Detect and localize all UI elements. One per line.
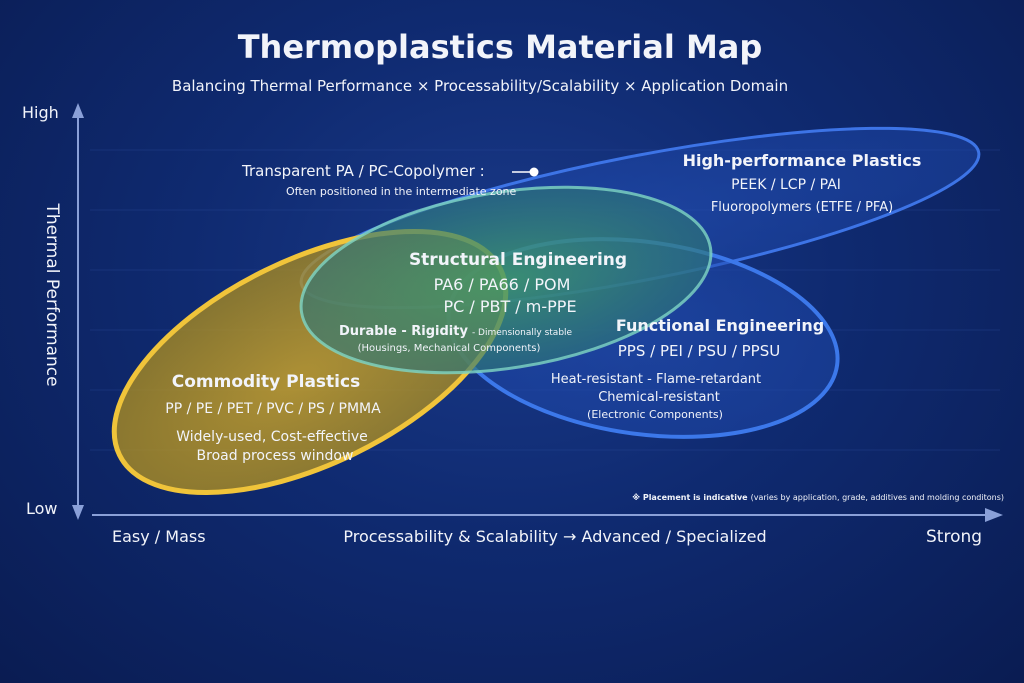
page-title: Thermoplastics Material Map bbox=[238, 28, 763, 66]
axes bbox=[72, 103, 1003, 522]
y-axis-label: Thermal Performance bbox=[42, 202, 62, 386]
functional-title: Functional Engineering bbox=[616, 316, 824, 335]
functional-line1: PPS / PEI / PSU / PPSU bbox=[618, 342, 780, 360]
structural-line1: PA6 / PA66 / POM bbox=[434, 275, 571, 294]
callout-note: Often positioned in the intermediate zon… bbox=[286, 185, 517, 198]
structural-line2: PC / PBT / m-PPE bbox=[443, 297, 576, 316]
page-subtitle: Balancing Thermal Performance × Processa… bbox=[172, 77, 788, 95]
structural-region bbox=[299, 185, 713, 375]
structural-title: Structural Engineering bbox=[409, 250, 627, 270]
high-performance-title: High-performance Plastics bbox=[683, 151, 922, 170]
structural-trait: Durable - Rigidity- Dimensionally stable bbox=[339, 324, 573, 339]
commodity-line1: PP / PE / PET / PVC / PS / PMMA bbox=[165, 401, 381, 417]
callout-dot bbox=[529, 167, 539, 177]
high-performance-line2: Fluoropolymers (ETFE / PFA) bbox=[711, 200, 893, 215]
structural-use: (Housings, Mechanical Components) bbox=[358, 343, 541, 354]
commodity-title: Commodity Plastics bbox=[172, 372, 360, 392]
y-axis-high: High bbox=[22, 103, 59, 122]
high-performance-line1: PEEK / LCP / PAI bbox=[731, 177, 841, 193]
commodity-trait2: Broad process window bbox=[197, 448, 354, 464]
functional-trait1: Heat-resistant - Flame-retardant bbox=[551, 372, 761, 387]
functional-trait2: Chemical-resistant bbox=[598, 390, 720, 405]
callout-title: Transparent PA / PC-Copolymer : bbox=[241, 162, 485, 180]
x-axis-left: Easy / Mass bbox=[112, 527, 206, 546]
commodity-trait1: Widely-used, Cost-effective bbox=[176, 429, 368, 445]
footnote: ※ Placement is indicative(varies by appl… bbox=[632, 492, 1004, 502]
y-axis-low: Low bbox=[26, 499, 58, 518]
x-axis-center: Processability & Scalability → Advanced … bbox=[343, 527, 766, 546]
x-axis-right: Strong bbox=[926, 527, 982, 547]
functional-use: (Electronic Components) bbox=[587, 408, 723, 421]
